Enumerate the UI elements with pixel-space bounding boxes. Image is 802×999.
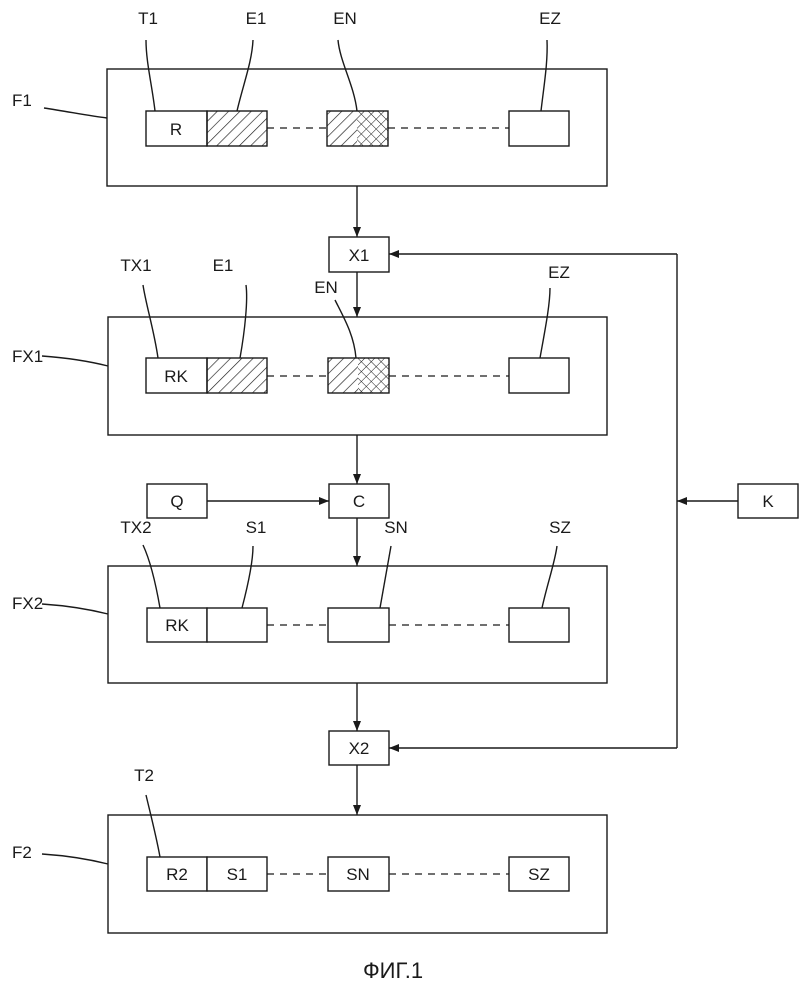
- cell-en-hatched-part: [328, 358, 358, 393]
- label-e1: E1: [246, 9, 267, 28]
- figure-caption: ФИГ.1: [363, 958, 423, 983]
- cell-sn-label: SN: [346, 865, 370, 884]
- cell-en-crosshatched-part: [357, 111, 388, 146]
- leader-frame: [42, 356, 108, 366]
- cell-rk-label: RK: [164, 367, 188, 386]
- frame-label: F2: [12, 843, 32, 862]
- block-x1-label: X1: [349, 246, 370, 265]
- leader-frame: [42, 854, 108, 864]
- label-en: EN: [314, 278, 338, 297]
- label-s1: S1: [246, 518, 267, 537]
- cell-s1: [207, 608, 267, 642]
- cell-sn: [328, 608, 389, 642]
- block-k: K: [738, 484, 798, 518]
- block-q-label: Q: [170, 492, 183, 511]
- block-x2: X2: [329, 731, 389, 765]
- leader-frame: [42, 604, 108, 614]
- frame-fx2: RK TX2 S1 SN SZ FX2: [12, 518, 607, 683]
- frame-f1: R T1 E1 EN EZ F1: [12, 9, 607, 186]
- cell-e1-hatched: [207, 358, 267, 393]
- cell-ez: [509, 358, 569, 393]
- cell-ez: [509, 111, 569, 146]
- label-e1: E1: [213, 256, 234, 275]
- label-sn: SN: [384, 518, 408, 537]
- block-x2-label: X2: [349, 739, 370, 758]
- label-tx1: TX1: [120, 256, 151, 275]
- frame-label: FX1: [12, 347, 43, 366]
- label-t1: T1: [138, 9, 158, 28]
- cell-r2-label: R2: [166, 865, 188, 884]
- cell-r-label: R: [170, 120, 182, 139]
- frame-label: FX2: [12, 594, 43, 613]
- label-tx2: TX2: [120, 518, 151, 537]
- label-sz: SZ: [549, 518, 571, 537]
- frame-fx1: RK TX1 E1 EN EZ FX1: [12, 256, 607, 435]
- block-c-label: C: [353, 492, 365, 511]
- cell-sz: [509, 608, 569, 642]
- block-x1: X1: [329, 237, 389, 272]
- label-t2: T2: [134, 766, 154, 785]
- frame-label: F1: [12, 91, 32, 110]
- cell-s1-label: S1: [227, 865, 248, 884]
- label-ez: EZ: [548, 263, 570, 282]
- cell-rk-label: RK: [165, 616, 189, 635]
- cell-en-hatched-part: [327, 111, 357, 146]
- leader-frame: [44, 108, 107, 118]
- label-ez: EZ: [539, 9, 561, 28]
- block-q: Q: [147, 484, 207, 518]
- cell-en-crosshatched-part: [358, 358, 389, 393]
- block-k-label: K: [762, 492, 774, 511]
- cell-e1-hatched: [207, 111, 267, 146]
- label-en: EN: [333, 9, 357, 28]
- cell-sz-label: SZ: [528, 865, 550, 884]
- block-c: C: [329, 484, 389, 518]
- frame-f2: R2 S1 SN SZ T2 F2: [12, 766, 607, 933]
